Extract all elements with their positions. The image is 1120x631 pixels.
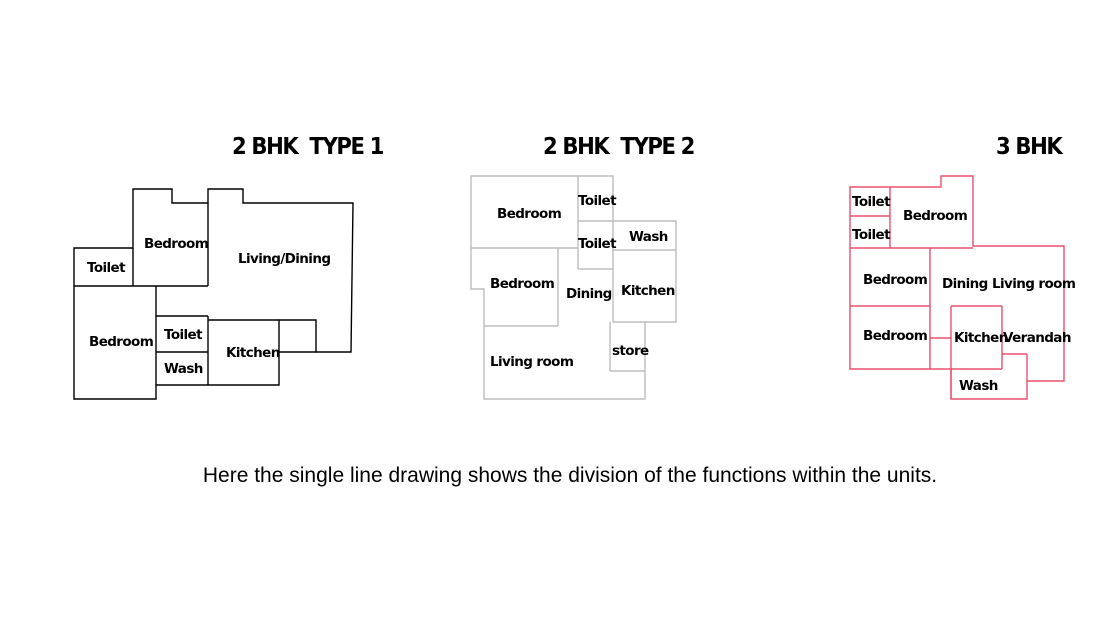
room-label-wash: Wash bbox=[164, 361, 203, 377]
room-label-toilet: Toilet bbox=[852, 227, 891, 243]
room-label-wash: Wash bbox=[629, 229, 668, 245]
room-label-bedroom: Bedroom bbox=[490, 276, 554, 292]
room-label-living-room: Living room bbox=[490, 354, 573, 370]
room-label-bedroom: Bedroom bbox=[89, 334, 153, 350]
room-label-toilet: Toilet bbox=[578, 193, 617, 209]
room-label-living-dining: Living/Dining bbox=[238, 251, 330, 267]
plan-title-3bhk: 3 BHK bbox=[996, 134, 1063, 160]
plan-1-labels: Bedroom Living/Dining Toilet Bedroom Toi… bbox=[87, 236, 331, 377]
room-label-bedroom: Bedroom bbox=[144, 236, 208, 252]
plan-3bhk bbox=[849, 175, 1065, 400]
room-label-dining: Dining bbox=[566, 286, 612, 302]
room-label-bedroom: Bedroom bbox=[863, 272, 927, 288]
room-label-toilet: Toilet bbox=[578, 236, 617, 252]
plan-2-labels: Bedroom Toilet Toilet Wash Bedroom Dinin… bbox=[490, 193, 675, 370]
room-label-verandah: Verandah bbox=[1003, 330, 1071, 346]
room-label-toilet: Toilet bbox=[87, 260, 126, 276]
plan-3-labels: Toilet Toilet Bedroom Bedroom Bedroom Di… bbox=[852, 194, 1076, 394]
room-label-bedroom: Bedroom bbox=[863, 328, 927, 344]
room-label-bedroom: Bedroom bbox=[497, 206, 561, 222]
room-label-store: store bbox=[612, 343, 649, 359]
room-label-dining: Dining bbox=[942, 276, 988, 292]
plan-1-outline bbox=[73, 188, 354, 400]
room-label-living-room: Living room bbox=[992, 276, 1075, 292]
room-label-kitchen: Kitchen bbox=[226, 345, 280, 361]
plan-2bhk-type1 bbox=[73, 188, 354, 400]
room-label-bedroom: Bedroom bbox=[903, 208, 967, 224]
plan-title-2bhk-type1: 2 BHK TYPE 1 bbox=[232, 134, 384, 160]
room-label-kitchen: Kitchen bbox=[954, 330, 1008, 346]
room-label-toilet: Toilet bbox=[852, 194, 891, 210]
room-label-toilet: Toilet bbox=[164, 327, 203, 343]
caption: Here the single line drawing shows the d… bbox=[202, 464, 938, 487]
room-label-wash: Wash bbox=[959, 378, 998, 394]
plan-2bhk-type2 bbox=[470, 175, 677, 400]
room-label-kitchen: Kitchen bbox=[621, 283, 675, 299]
plan-title-2bhk-type2: 2 BHK TYPE 2 bbox=[543, 134, 695, 160]
